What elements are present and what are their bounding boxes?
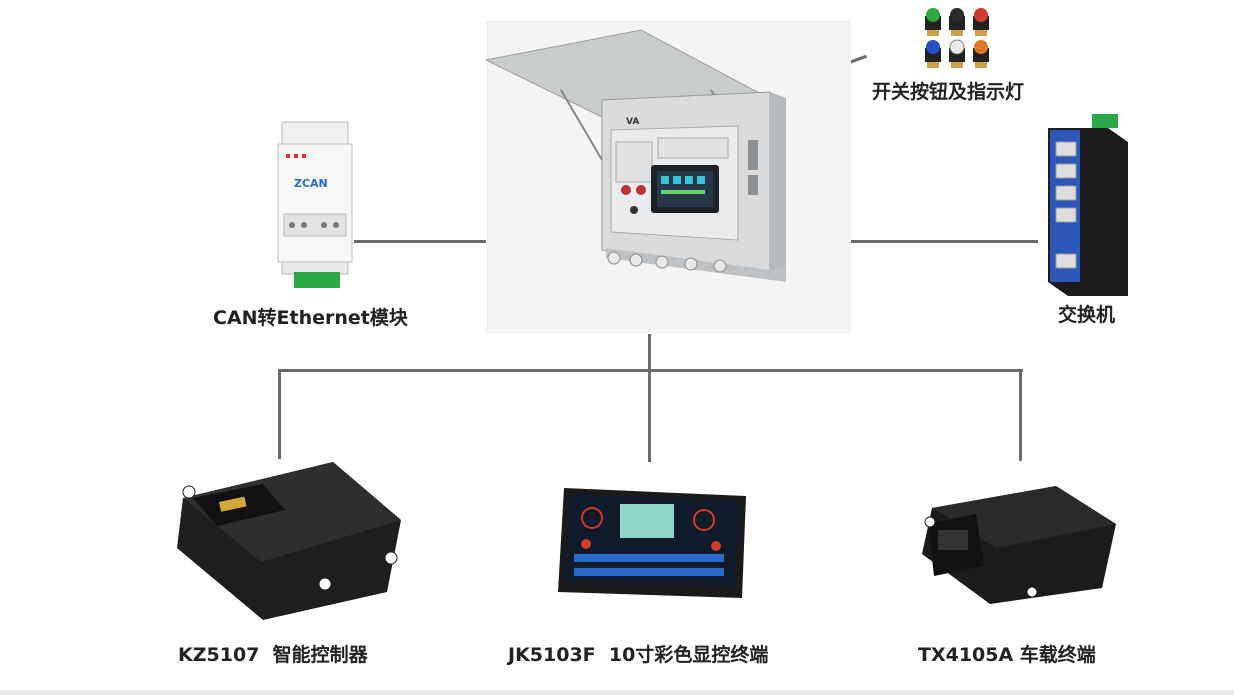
switch-image [1048,114,1128,296]
module-brand: ZCAN [294,177,328,190]
can-ethernet-module-image: ZCAN [277,121,353,288]
label-buttons-lights: 开关按钮及指示灯 [872,81,1025,103]
control-cabinet-image: VA [484,20,851,334]
line-bus-horizontal [278,369,1023,372]
line-cabinet-to-switch [794,240,1038,243]
cabinet-logo: VA [626,117,639,127]
line-to-controller [278,369,281,459]
label-can-module: CAN转Ethernet模块 [213,307,408,329]
label-display: JK5103F 10寸彩色显控终端 [508,644,769,666]
label-controller: KZ5107 智能控制器 [178,644,368,666]
buttons-and-lights-image [925,8,989,68]
line-can-to-cabinet [354,240,500,243]
vehicle-terminal-image [922,486,1116,604]
line-to-terminal [1019,369,1022,461]
display-terminal-image [558,488,746,598]
label-switch: 交换机 [1058,304,1116,326]
label-vehicle-terminal: TX4105A 车载终端 [918,644,1096,666]
bottom-divider [0,690,1234,695]
line-cabinet-down [648,318,651,462]
controller-image [177,462,401,620]
